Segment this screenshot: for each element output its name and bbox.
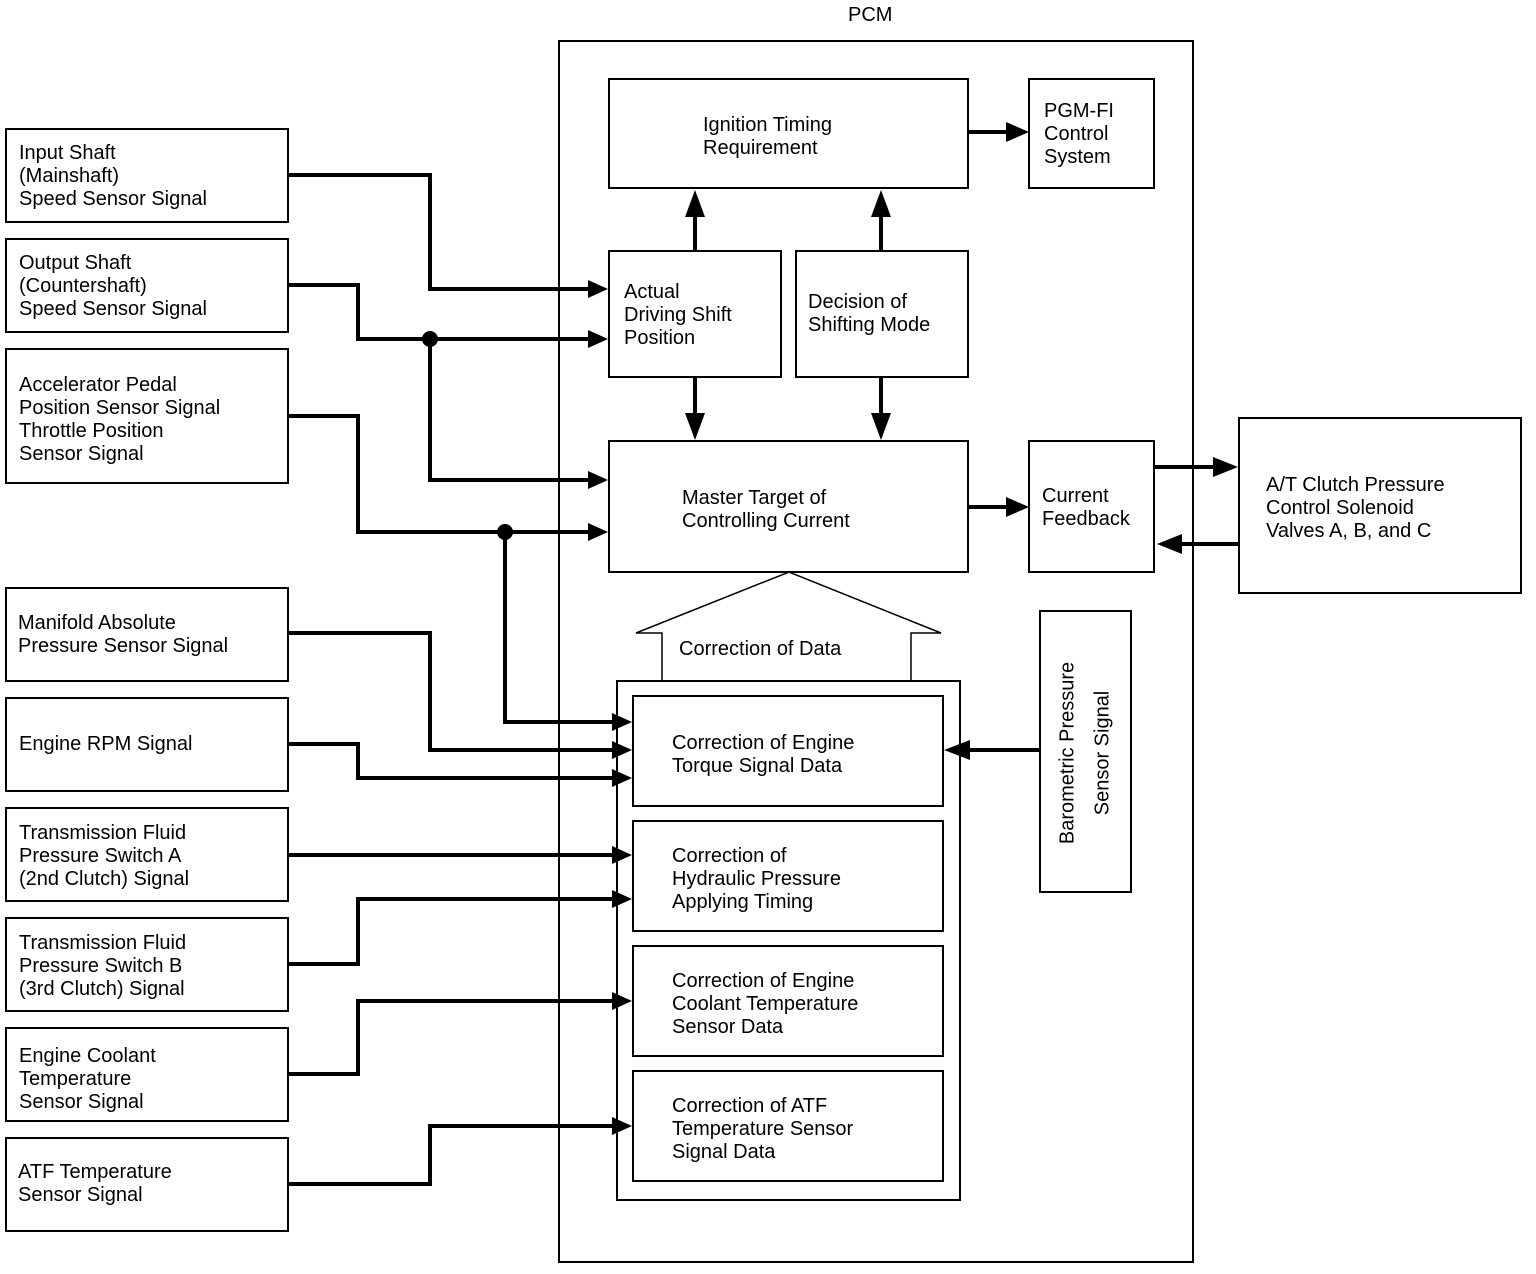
output-shaft-speed-sensor-box: Output Shaft (Countershaft) Speed Sensor… [5,238,289,333]
line-ect [288,999,612,1076]
atf-label: ATF Temperature Sensor Signal [18,1161,172,1206]
actual-shift-position-box: Actual Driving Shift Position [608,250,782,378]
line-accel-to-torque [503,532,612,724]
line-output-to-master [428,339,588,482]
correction-hydraulic-label: Correction of Hydraulic Pressure Applyin… [672,845,841,913]
barometric-pressure-box: Barometric Pressure Sensor Signal [1039,610,1132,893]
engine-rpm-box: Engine RPM Signal [5,697,289,792]
correction-torque-label: Correction of Engine Torque Signal Data [672,732,855,777]
line-rpm [288,742,612,780]
correction-hydraulic-box: Correction of Hydraulic Pressure Applyin… [632,820,944,932]
pcm-title: PCM [848,4,893,26]
barometric-pressure-label: Barometric Pressure Sensor Signal [1056,661,1114,845]
atf-sensor-box: ATF Temperature Sensor Signal [5,1137,289,1232]
line-input-shaft [288,173,588,291]
line-accelerator [288,414,588,534]
tfps-b-box: Transmission Fluid Pressure Switch B (3r… [5,917,289,1012]
line-tfps-b [288,897,612,966]
tfps-a-label: Transmission Fluid Pressure Switch A (2n… [19,822,190,890]
correction-atf-label: Correction of ATF Temperature Sensor Sig… [672,1095,854,1163]
line-map [288,631,612,752]
correction-atf-box: Correction of ATF Temperature Sensor Sig… [632,1070,944,1182]
correction-container [616,680,961,1201]
ignition-timing-label: Ignition Timing Requirement [703,114,832,159]
accelerator-label: Accelerator Pedal Position Sensor Signal… [19,374,221,465]
actual-shift-label: Actual Driving Shift Position [624,281,732,349]
decision-shifting-mode-box: Decision of Shifting Mode [795,250,969,378]
master-target-box: Master Target of Controlling Current [608,440,969,573]
input-shaft-label: Input Shaft (Mainshaft) Speed Sensor Sig… [19,142,207,210]
junction-dot [422,331,438,347]
pgm-fi-label: PGM-FI Control System [1044,100,1114,168]
map-sensor-box: Manifold Absolute Pressure Sensor Signal [5,587,289,682]
tfps-a-box: Transmission Fluid Pressure Switch A (2n… [5,807,289,902]
input-shaft-speed-sensor-box: Input Shaft (Mainshaft) Speed Sensor Sig… [5,128,289,223]
junction-dot [497,524,513,540]
accelerator-pedal-sensor-box: Accelerator Pedal Position Sensor Signal… [5,348,289,484]
tfps-b-label: Transmission Fluid Pressure Switch B (3r… [19,932,187,1000]
output-shaft-label: Output Shaft (Countershaft) Speed Sensor… [19,252,207,320]
rpm-label: Engine RPM Signal [19,733,193,755]
solenoid-valves-box: A/T Clutch Pressure Control Solenoid Val… [1238,417,1522,594]
correction-coolant-label: Correction of Engine Coolant Temperature… [672,970,859,1038]
pgm-fi-box: PGM-FI Control System [1028,78,1155,189]
master-target-label: Master Target of Controlling Current [682,487,850,532]
pcm-container [558,40,1194,1263]
current-feedback-box: Current Feedback [1028,440,1155,573]
line-atf [288,1124,612,1186]
solenoid-valves-label: A/T Clutch Pressure Control Solenoid Val… [1266,474,1445,542]
line-output-shaft [288,283,588,341]
ignition-timing-box: Ignition Timing Requirement [608,78,969,189]
correction-torque-box: Correction of Engine Torque Signal Data [632,695,944,807]
correction-of-data-label: Correction of Data [679,638,842,660]
decision-label: Decision of Shifting Mode [808,291,931,336]
ect-label: Engine Coolant Temperature Sensor Signal [19,1045,156,1113]
correction-coolant-box: Correction of Engine Coolant Temperature… [632,945,944,1057]
ect-sensor-box: Engine Coolant Temperature Sensor Signal [5,1027,289,1122]
map-label: Manifold Absolute Pressure Sensor Signal [18,612,229,657]
current-feedback-label: Current Feedback [1042,485,1130,530]
